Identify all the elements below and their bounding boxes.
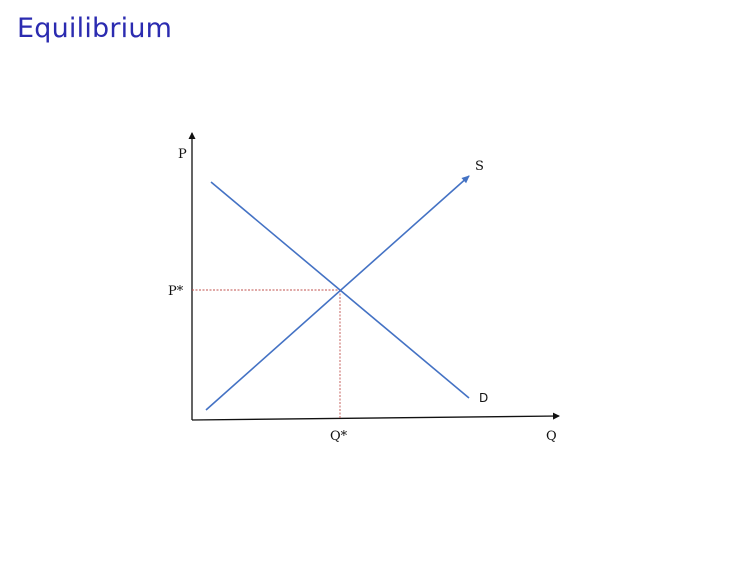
slide-title: Equilibrium xyxy=(17,13,173,44)
quantity-axis xyxy=(191,412,560,421)
supply-curve xyxy=(205,175,470,411)
supply-curve-label: S xyxy=(475,159,484,174)
quantity-axis-label: Q xyxy=(546,429,557,444)
price-axis-label: P xyxy=(178,147,187,162)
equilibrium-price-label: P* xyxy=(168,284,184,299)
demand-curve-label: D xyxy=(479,391,488,405)
equilibrium-quantity-label: Q* xyxy=(330,429,348,444)
